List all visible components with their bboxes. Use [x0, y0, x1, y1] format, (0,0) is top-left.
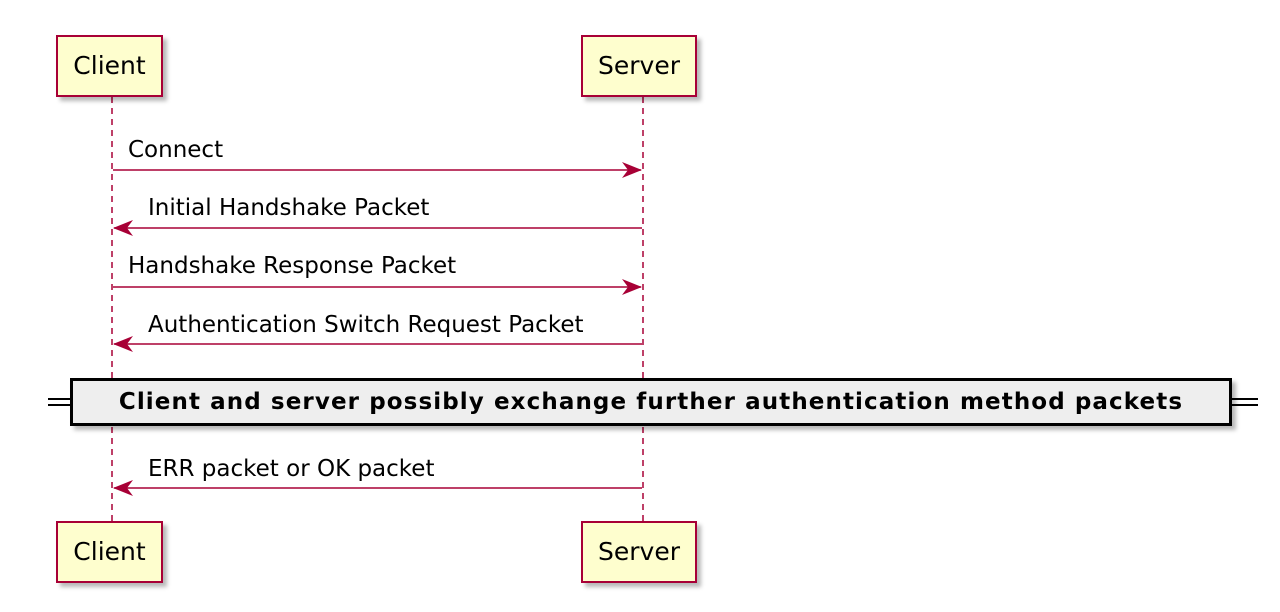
participant-client-top: Client — [56, 35, 163, 97]
participant-server-bottom: Server — [581, 521, 697, 583]
message-label-connect: Connect — [128, 137, 224, 163]
message-label-auth-switch: Authentication Switch Request Packet — [148, 312, 584, 338]
divider-note: Client and server possibly exchange furt… — [70, 378, 1232, 426]
participant-client-bottom: Client — [56, 521, 163, 583]
message-label-handshake-response: Handshake Response Packet — [128, 253, 457, 279]
participant-server-top: Server — [581, 35, 697, 97]
message-label-err-ok: ERR packet or OK packet — [148, 456, 435, 482]
message-label-initial-handshake: Initial Handshake Packet — [148, 195, 430, 221]
